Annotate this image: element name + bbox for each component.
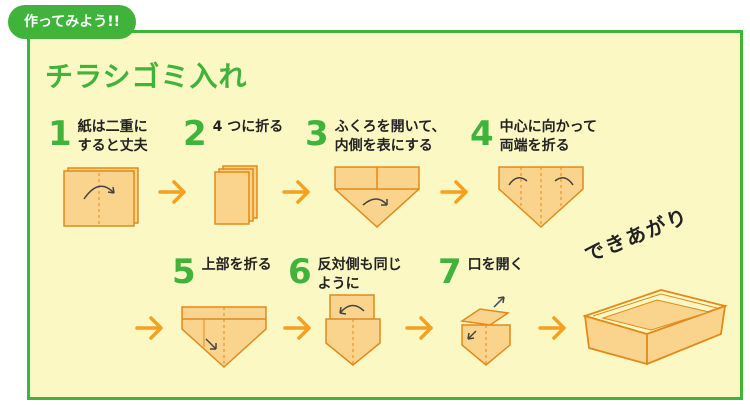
step-text: 口を開く <box>467 257 524 273</box>
step-number: 7 <box>438 252 462 292</box>
step-7-open-illustration <box>459 296 511 366</box>
step-3-pouch-illustration <box>334 166 420 229</box>
page-title: チラシゴミ入れ <box>45 60 248 93</box>
step-number: 1 <box>48 114 72 154</box>
finished-box-illustration <box>582 289 729 366</box>
step-text: ふくろを開いて、 内側を表にする <box>334 119 446 154</box>
chevron-arrow-right-icon <box>283 316 311 340</box>
step-3: 3 ふくろを開いて、 内側を表にする <box>305 117 446 156</box>
step-1: 1 紙は二重に すると丈夫 <box>48 117 148 156</box>
step-6: 6 反対側も同じ ように <box>288 255 402 294</box>
chevron-arrow-right-icon <box>405 316 433 340</box>
step-1-paper-illustration <box>63 167 139 227</box>
section-badge: 作ってみよう!! <box>8 5 137 39</box>
step-number: 2 <box>183 114 207 154</box>
chevron-arrow-right-icon <box>538 316 566 340</box>
step-4-fold-illustration <box>498 166 584 229</box>
step-5: 5 上部を折る <box>172 255 272 289</box>
step-2-folded-illustration <box>214 165 258 225</box>
step-text: 4 つに折る <box>212 119 284 135</box>
step-5-fold-illustration <box>181 306 267 369</box>
step-number: 3 <box>305 114 329 154</box>
step-text: 紙は二重に すると丈夫 <box>77 119 148 154</box>
step-7: 7 口を開く <box>438 255 524 289</box>
step-number: 4 <box>470 114 494 154</box>
chevron-arrow-right-icon <box>282 180 310 204</box>
step-text: 上部を折る <box>201 257 272 273</box>
step-number: 5 <box>172 252 196 292</box>
step-2: 2 4 つに折る <box>183 117 283 151</box>
step-6-fold-illustration <box>325 294 381 366</box>
chevron-arrow-right-icon <box>440 180 468 204</box>
chevron-arrow-right-icon <box>135 316 163 340</box>
step-text: 中心に向かって 両端を折る <box>499 119 597 154</box>
step-4: 4 中心に向かって 両端を折る <box>470 117 597 156</box>
step-text: 反対側も同じ ように <box>317 257 402 292</box>
chevron-arrow-right-icon <box>158 180 186 204</box>
step-number: 6 <box>288 252 312 292</box>
